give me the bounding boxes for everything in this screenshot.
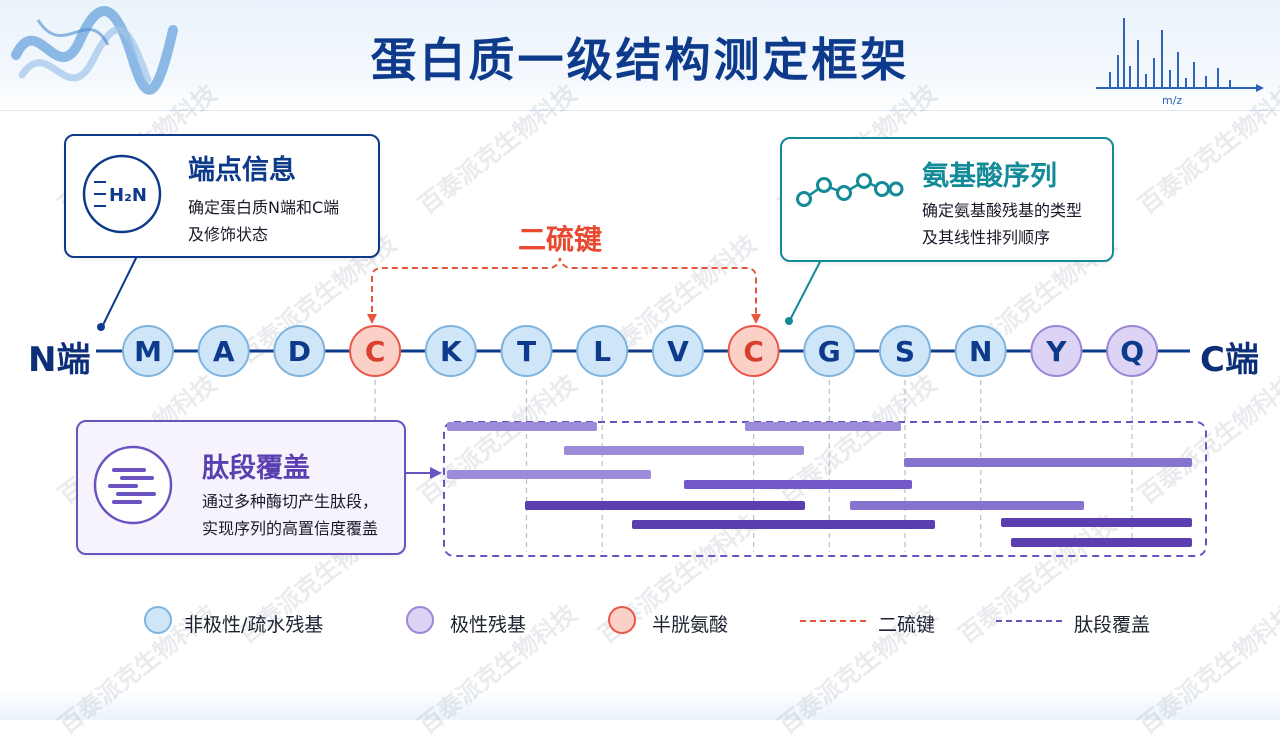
residue-letter: G (818, 335, 841, 368)
residue-node (803, 325, 856, 377)
peptide-fragment-bar (525, 501, 805, 510)
coverage-desc: 通过多种酶切产生肽段， 实现序列的高置信度覆盖 (202, 488, 378, 542)
residue-node (954, 325, 1007, 377)
residue-node (273, 325, 326, 377)
legend-label: 非极性/疏水残基 (184, 614, 324, 636)
residue-letter: M (134, 335, 162, 368)
c-terminus-label: C端 (1200, 340, 1259, 380)
residue-letter: Y (1045, 335, 1067, 368)
sequence-card: 氨基酸序列 确定氨基酸残基的类型 及其线性排列顺序 (780, 137, 1114, 262)
peptide-fragment-bar (1001, 518, 1192, 527)
peptide-fragment-bar (447, 470, 651, 479)
coverage-desc-line: 通过多种酶切产生肽段， (202, 492, 379, 511)
residue-letter: Q (1120, 335, 1144, 368)
endpoint-connector (102, 253, 139, 326)
peptide-fragment-bar (447, 422, 597, 431)
coverage-title: 肽段覆盖 (202, 453, 310, 484)
protein-ribbon-icon (11, 6, 178, 95)
spectrum-axis-label: m/z (1162, 94, 1182, 107)
residue-node (349, 325, 402, 377)
legend-coverage-swatch (996, 620, 1062, 622)
residue-node (122, 325, 174, 377)
endpoint-desc-line: 及修饰状态 (188, 225, 269, 244)
legend-polar-swatch (406, 606, 434, 634)
sequence-title: 氨基酸序列 (922, 161, 1057, 192)
sequence-connector (790, 257, 823, 319)
coverage-desc-line: 实现序列的高置信度覆盖 (202, 519, 379, 538)
sequence-desc-line: 确定氨基酸残基的类型 (922, 201, 1083, 220)
disulfide-label: 二硫键 (517, 223, 602, 256)
residue-letter: C (365, 335, 386, 368)
endpoint-desc-line: 确定蛋白质N端和C端 (188, 198, 340, 217)
amine-icon-label: H₂N (109, 185, 147, 206)
residue-letter: C (743, 335, 764, 368)
header-band (0, 0, 1280, 111)
peptide-fragment-bar (904, 458, 1192, 467)
residue-letter: S (895, 335, 915, 368)
legend-label: 二硫键 (878, 614, 936, 636)
legend-cysteine-swatch (608, 606, 636, 634)
footer-band (0, 690, 1280, 720)
peptide-fragment-bar (1011, 538, 1192, 547)
endpoint-card: H₂N 端点信息 确定蛋白质N端和C端 及修饰状态 (64, 134, 380, 258)
residue-node (424, 325, 477, 377)
residue-node (197, 325, 250, 377)
peptide-coverage-icon (93, 445, 173, 525)
page-title: 蛋白质一级结构测定框架 (370, 33, 910, 87)
residue-letter: A (213, 335, 235, 368)
peptide-fragment-bar (684, 480, 912, 489)
legend-label: 肽段覆盖 (1074, 614, 1151, 636)
residue-node (500, 325, 553, 377)
n-terminus-label: N端 (28, 340, 91, 380)
amine-group-icon: H₂N (82, 154, 162, 234)
disulfide-bond-path (371, 257, 757, 322)
residue-letter: V (667, 335, 689, 368)
coverage-card: 肽段覆盖 通过多种酶切产生肽段， 实现序列的高置信度覆盖 (76, 420, 406, 555)
amino-acid-chain-icon (796, 173, 904, 207)
peptide-fragment-bar (745, 422, 901, 431)
endpoint-desc: 确定蛋白质N端和C端 及修饰状态 (188, 194, 339, 248)
residue-node (879, 325, 931, 377)
residue-node (576, 325, 629, 377)
sequence-desc-line: 及其线性排列顺序 (922, 228, 1051, 247)
residue-letter: K (440, 335, 463, 368)
legend-label: 极性残基 (450, 614, 527, 636)
mass-spectrum-icon: m/z (1096, 18, 1264, 107)
endpoint-title: 端点信息 (188, 155, 296, 186)
residue-letter: D (288, 335, 311, 368)
peptide-fragment-bar (850, 501, 1084, 510)
residue-node (1106, 325, 1159, 377)
legend-label: 半胱氨酸 (652, 614, 729, 636)
residue-letter: L (593, 335, 611, 368)
sequence-desc: 确定氨基酸残基的类型 及其线性排列顺序 (922, 197, 1082, 251)
peptide-fragment-bar (632, 520, 935, 529)
residue-node (651, 325, 704, 377)
legend-nonpolar-swatch (144, 606, 172, 634)
residue-node (1030, 325, 1083, 377)
legend-disulfide-swatch (800, 620, 866, 622)
residue-letter: T (517, 335, 536, 368)
peptide-fragment-bar (564, 446, 804, 455)
residue-node (727, 325, 780, 377)
residue-letter: N (969, 335, 992, 368)
